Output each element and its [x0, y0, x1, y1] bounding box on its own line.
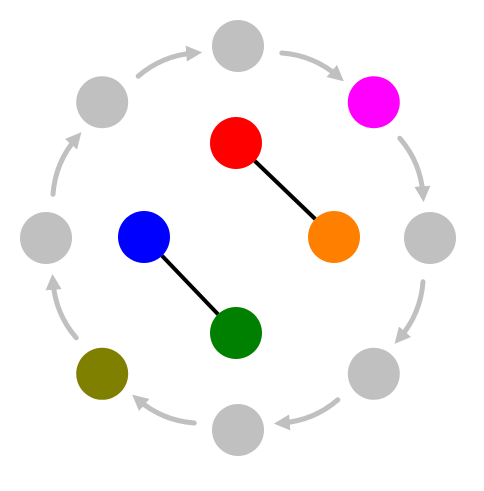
cycle-arrow: [135, 45, 203, 79]
inner-node-blue: [118, 211, 170, 263]
cycle-arrow: [397, 135, 431, 203]
cycle-arrow: [50, 132, 82, 197]
link-red-orange: [253, 159, 317, 221]
cycle-arrow: [132, 394, 197, 426]
outer-node-top-left: [76, 76, 129, 129]
outer-node-top: [212, 20, 264, 72]
link-blue-green: [160, 254, 220, 316]
cycle-arrow: [273, 397, 341, 431]
inner-node-green: [210, 307, 262, 359]
cycle-arrow: [279, 50, 344, 82]
inner-node-orange: [308, 211, 360, 263]
outer-node-right: [404, 212, 456, 264]
cycle-arrow: [394, 279, 426, 344]
cycle-arrows: [45, 45, 431, 431]
outer-node-bottom-right: [347, 347, 400, 400]
outer-node-bottom: [212, 404, 264, 456]
outer-node-bottom-left: [76, 347, 129, 400]
cycle-arrow: [45, 273, 79, 341]
nodes: [20, 20, 456, 456]
inner-node-red: [210, 117, 262, 169]
node-links: [160, 159, 317, 316]
outer-node-top-right: [347, 76, 400, 129]
outer-node-left: [20, 212, 72, 264]
